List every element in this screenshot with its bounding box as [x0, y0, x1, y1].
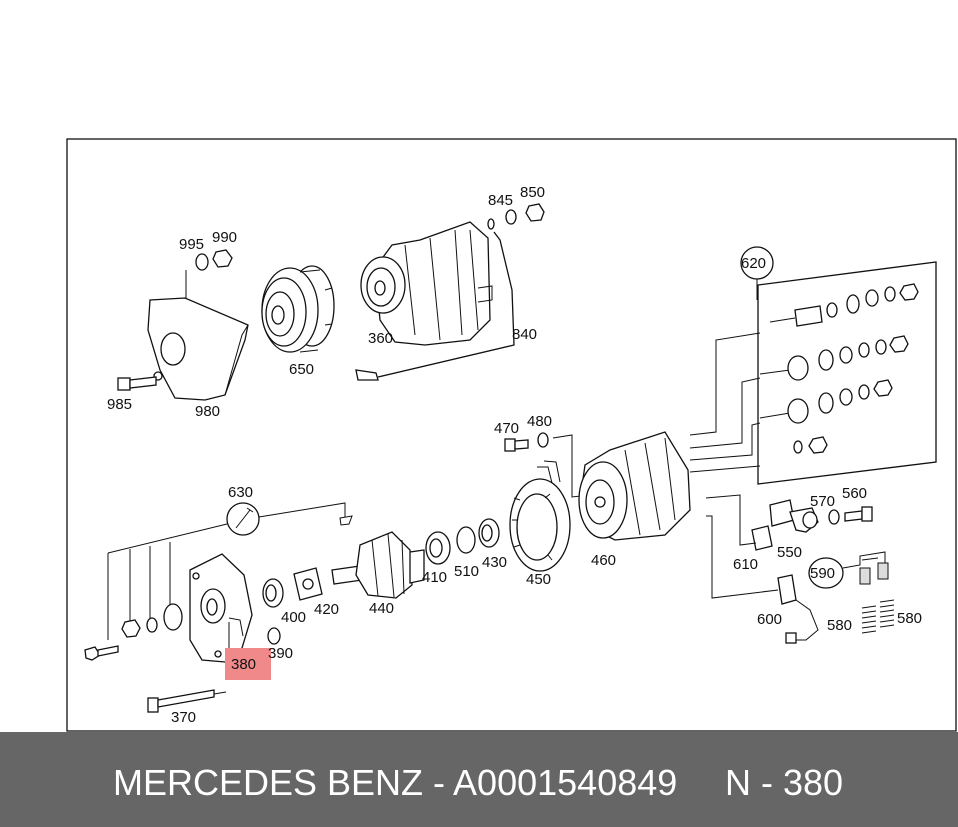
footer-bar: MERCEDES BENZ - A0001540849 N - 380: [0, 732, 958, 827]
part-990-nut: [212, 249, 233, 268]
part-840-cable: [355, 218, 515, 381]
part-550-regulator: [769, 499, 819, 533]
label-550: 550: [777, 544, 802, 561]
label-420: 420: [314, 601, 339, 618]
label-390: 390: [268, 645, 293, 662]
part-number-text: MERCEDES BENZ - A0001540849: [113, 762, 678, 803]
label-430: 430: [482, 554, 507, 571]
label-570: 570: [810, 493, 835, 510]
label-650: 650: [289, 361, 314, 378]
reference-text: N - 380: [725, 762, 844, 803]
left-fasteners: [84, 603, 183, 661]
label-610: 610: [733, 556, 758, 573]
label-590: 590: [810, 565, 835, 582]
part-420-plate: [293, 567, 323, 601]
label-995: 995: [179, 236, 204, 253]
label-980: 980: [195, 403, 220, 420]
part-450-stator: [509, 478, 571, 572]
label-985: 985: [107, 396, 132, 413]
label-400: 400: [281, 609, 306, 626]
part-980-cover: [147, 297, 249, 401]
part-570-washer: [828, 509, 840, 525]
label-850: 850: [520, 184, 545, 201]
label-380: 380: [231, 656, 256, 673]
diagram-frame: [66, 138, 957, 732]
part-510-ring: [456, 526, 476, 554]
label-410: 410: [422, 569, 447, 586]
label-480: 480: [527, 413, 552, 430]
highlight-380: [225, 648, 271, 680]
part-845-washer: [505, 209, 517, 225]
part-610-bracket: [705, 494, 773, 551]
part-470-screw: [504, 438, 529, 452]
part-995-washer: [195, 253, 209, 271]
label-600: 600: [757, 611, 782, 628]
label-460: 460: [591, 552, 616, 569]
part-985-bolt: [117, 376, 157, 391]
label-840: 840: [512, 326, 537, 343]
label-845: 845: [488, 192, 513, 209]
label-560: 560: [842, 485, 867, 502]
part-410-bearing: [425, 531, 451, 565]
label-630: 630: [228, 484, 253, 501]
bracket-620-group: [740, 246, 937, 485]
label-440: 440: [369, 600, 394, 617]
part-370-bolt: [147, 689, 227, 713]
part-590-brushes: [808, 551, 889, 589]
part-580-springs: [861, 599, 895, 634]
part-390-nut: [267, 627, 281, 645]
part-480-washer: [537, 432, 549, 448]
part-430-ring: [478, 518, 500, 548]
part-850-nut: [525, 203, 545, 222]
part-380-end-housing: [189, 553, 253, 663]
part-650-pulley: [261, 265, 335, 353]
part-560-screw: [844, 506, 873, 522]
part-600-holder: [706, 515, 819, 644]
part-400-bearing: [262, 578, 284, 608]
label-370: 370: [171, 709, 196, 726]
label-510: 510: [454, 563, 479, 580]
part-630-tool-symbol: [107, 502, 353, 640]
label-580-left: 580: [827, 617, 852, 634]
label-470: 470: [494, 420, 519, 437]
part-440-rotor: [331, 531, 425, 599]
label-580-right: 580: [897, 610, 922, 627]
part-460-housing: [537, 431, 691, 541]
part-360-alternator: [360, 221, 493, 346]
label-620: 620: [741, 255, 766, 272]
label-990: 990: [212, 229, 237, 246]
label-360: 360: [368, 330, 393, 347]
label-450: 450: [526, 571, 551, 588]
